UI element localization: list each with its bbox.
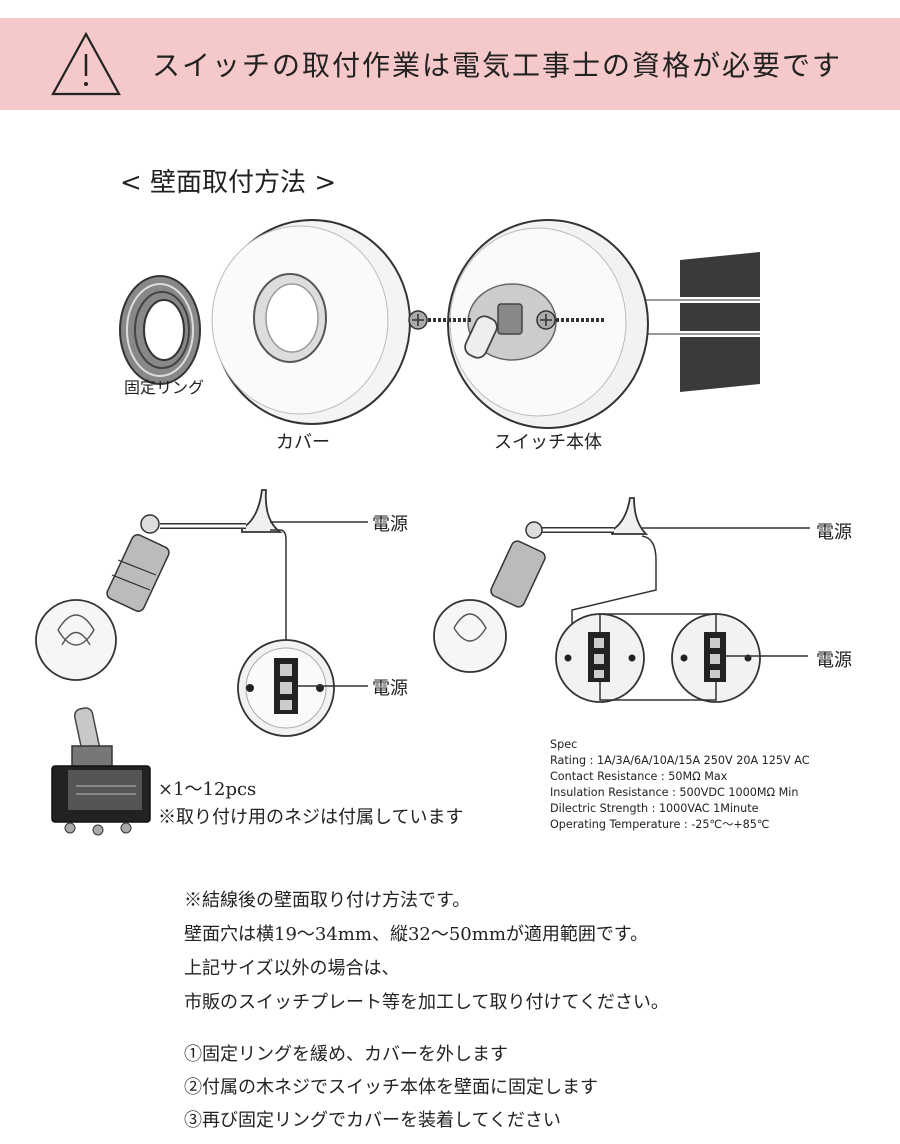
power-label-2: 電源 bbox=[372, 678, 408, 699]
spec-rating: Rating : 1A/3A/6A/10A/15A 250V 20A 125V … bbox=[550, 754, 810, 767]
cover-label: カバー bbox=[276, 432, 330, 453]
cover-illustration bbox=[211, 219, 411, 425]
note-line: 上記サイズ以外の場合は、 bbox=[184, 958, 400, 979]
spec-contact: Contact Resistance : 50MΩ Max bbox=[550, 770, 728, 783]
note-line: ※結線後の壁面取り付け方法です。 bbox=[184, 890, 471, 911]
spec-insulation: Insulation Resistance : 500VDC 1000MΩ Mi… bbox=[550, 786, 799, 799]
note-line: 壁面穴は横19～34mm、縦32～50mmが適用範囲です。 bbox=[184, 924, 649, 945]
switch-body-illustration bbox=[408, 219, 649, 429]
wall-illustration bbox=[640, 252, 760, 392]
fixing-ring-illustration bbox=[119, 275, 201, 385]
warning-triangle-icon bbox=[51, 31, 121, 96]
spec-block: Spec Rating : 1A/3A/6A/10A/15A 250V 20A … bbox=[550, 737, 810, 833]
toggle-switch-product bbox=[51, 707, 151, 836]
quantity-count: ×1～12pcs bbox=[158, 779, 257, 800]
warning-text: スイッチの取付作業は電気工事士の資格が必要です bbox=[152, 49, 843, 82]
single-switch-wiring-diagram bbox=[35, 489, 368, 737]
section-title: < 壁面取付方法 > bbox=[120, 168, 337, 198]
note-line: 市販のスイッチプレート等を加工して取り付けてください。 bbox=[184, 992, 669, 1013]
step-1: ①固定リングを緩め、カバーを外します bbox=[184, 1044, 508, 1065]
spec-dielectric: Dilectric Strength : 1000VAC 1Minute bbox=[550, 802, 759, 815]
step-2: ②付属の木ネジでスイッチ本体を壁面に固定します bbox=[184, 1077, 598, 1098]
two-way-switch-wiring-diagram bbox=[433, 497, 810, 703]
spec-heading: Spec bbox=[550, 738, 578, 751]
ring-label: 固定リング bbox=[124, 378, 205, 397]
quantity-block: ×1～12pcs ※取り付け用のネジは付属しています bbox=[158, 776, 463, 832]
screws-note: ※取り付け用のネジは付属しています bbox=[158, 807, 464, 828]
steps-block: ①固定リングを緩め、カバーを外します ②付属の木ネジでスイッチ本体を壁面に固定し… bbox=[184, 1038, 598, 1137]
switch-body-label: スイッチ本体 bbox=[494, 432, 602, 453]
step-3: ③再び固定リングでカバーを装着してください bbox=[184, 1110, 561, 1131]
power-label-1: 電源 bbox=[372, 514, 408, 535]
power-label-4: 電源 bbox=[816, 650, 852, 671]
spec-temperature: Operating Temperature : -25℃～+85℃ bbox=[550, 818, 770, 831]
warning-banner: スイッチの取付作業は電気工事士の資格が必要です bbox=[0, 18, 900, 110]
power-label-3: 電源 bbox=[816, 522, 852, 543]
notes-block: ※結線後の壁面取り付け方法です。 壁面穴は横19～34mm、縦32～50mmが適… bbox=[184, 884, 669, 1020]
